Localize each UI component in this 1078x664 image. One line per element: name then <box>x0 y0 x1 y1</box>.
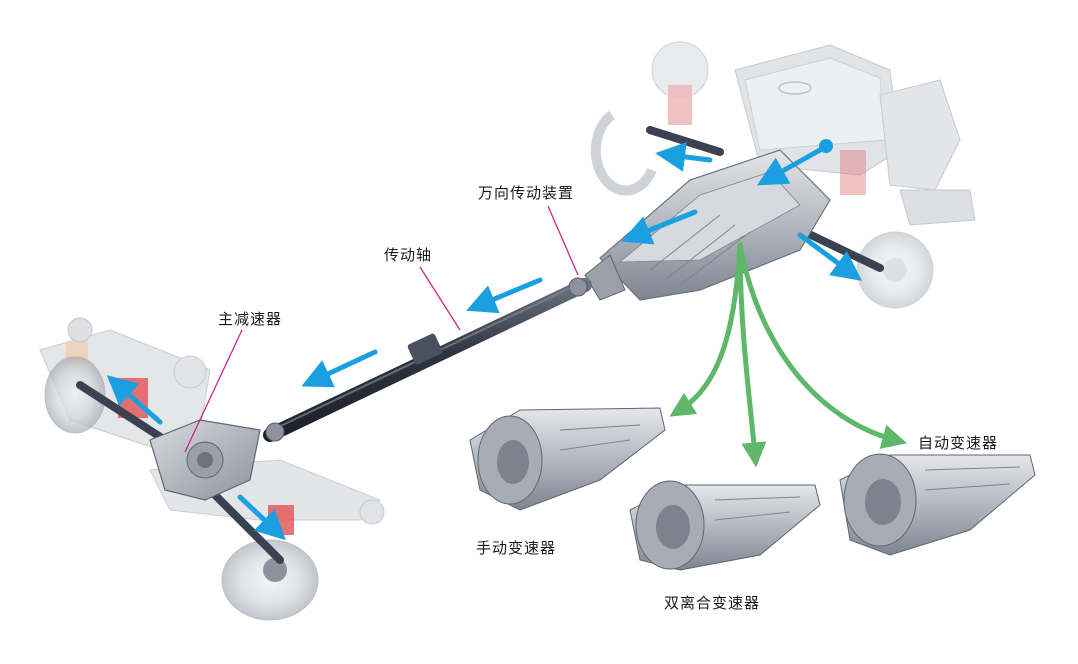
label-final-drive: 主减速器 <box>218 310 283 328</box>
arrow-transmission-out <box>621 209 698 245</box>
label-manual-transmission: 手动变速器 <box>476 539 557 557</box>
arrow-to-manual <box>669 242 743 417</box>
dual-clutch-transmission <box>629 480 821 571</box>
arrow-shaft-2 <box>301 349 378 388</box>
label-universal-joint: 万向传动装置 <box>478 184 575 202</box>
drive-shaft <box>263 277 592 442</box>
automatic-transmission <box>839 453 1036 556</box>
arrow-to-automatic <box>737 242 908 449</box>
arrow-shaft-1 <box>466 277 543 314</box>
front-transmission <box>584 149 831 301</box>
engine-block <box>734 44 976 226</box>
power-source-dot <box>819 139 833 153</box>
front-suspension-left <box>590 41 709 196</box>
arrow-to-dual-clutch <box>737 242 767 468</box>
arrow-front-left <box>655 141 713 172</box>
leader-drive-shaft <box>419 266 461 331</box>
arrow-front-right <box>797 232 863 281</box>
manual-transmission <box>469 407 666 511</box>
leader-lines <box>184 205 579 453</box>
label-drive-shaft: 传动轴 <box>384 246 433 264</box>
leader-universal-joint <box>547 205 579 276</box>
arrow-rear-right <box>237 494 286 541</box>
label-automatic-transmission: 自动变速器 <box>918 434 999 452</box>
arrow-rear-left <box>106 375 163 425</box>
label-dual-clutch-transmission: 双离合变速器 <box>664 594 761 612</box>
rear-wheel-hubs <box>44 356 319 621</box>
final-drive-housing <box>149 419 261 501</box>
arrow-engine-in <box>756 147 823 186</box>
leader-final-drive <box>184 329 243 453</box>
transmission-option-arrows <box>669 242 908 468</box>
front-suspension-right <box>840 150 934 309</box>
power-flow-arrows <box>106 139 863 541</box>
